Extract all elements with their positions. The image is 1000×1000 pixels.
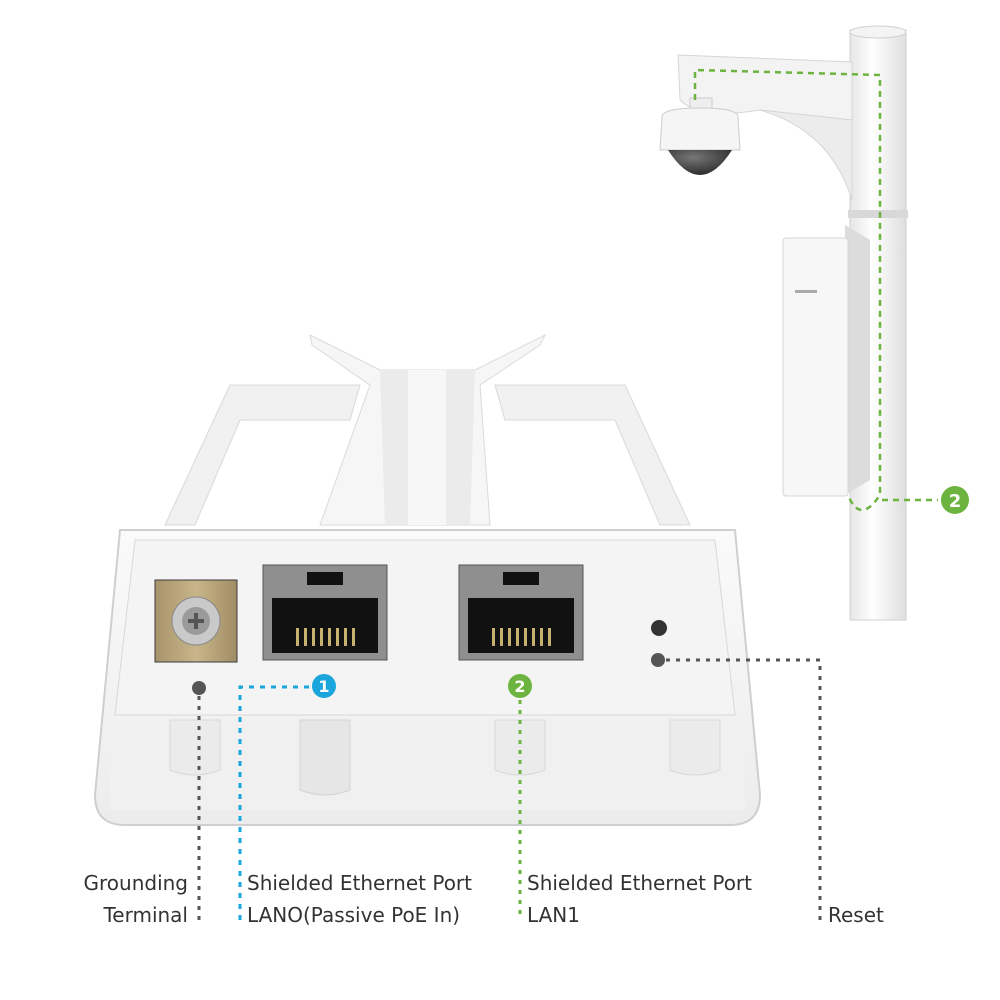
label-reset: Reset: [828, 867, 884, 931]
cable-route-port2: [693, 68, 882, 512]
ethernet-port-lan1: [458, 564, 584, 661]
label-grounding-terminal: Grounding Terminal: [40, 867, 189, 931]
outdoor-cpe: [782, 225, 870, 497]
label-line: Reset: [828, 903, 884, 927]
label-line: LAN1: [527, 903, 580, 927]
callout-2-pole: 2: [941, 486, 969, 514]
callout-1: 1: [312, 674, 336, 698]
leader-lines: [197, 658, 822, 920]
cpe-device-bottom-view: [93, 333, 762, 826]
svg-text:2: 2: [949, 491, 962, 512]
callout-2: 2: [508, 674, 532, 698]
label-lan1: Shielded Ethernet Port LAN1: [527, 867, 752, 931]
label-line: Shielded Ethernet Port: [527, 871, 752, 895]
led-indicator-left: [192, 681, 206, 695]
svg-text:2: 2: [514, 677, 525, 696]
label-line: Terminal: [103, 903, 188, 927]
grounding-terminal: [154, 579, 238, 663]
label-line: Shielded Ethernet Port: [247, 871, 472, 895]
pole-mount-illustration: [659, 25, 938, 621]
svg-text:1: 1: [318, 677, 329, 696]
label-line: LANO(Passive PoE In): [247, 903, 461, 927]
ethernet-port-lan0: [262, 564, 388, 661]
reset-button: [651, 653, 665, 667]
ip-camera: [659, 97, 741, 175]
label-line: Grounding: [83, 871, 189, 895]
label-lan0: Shielded Ethernet Port LANO(Passive PoE …: [247, 867, 472, 931]
label-line: [828, 867, 884, 899]
led-indicator: [651, 620, 667, 636]
